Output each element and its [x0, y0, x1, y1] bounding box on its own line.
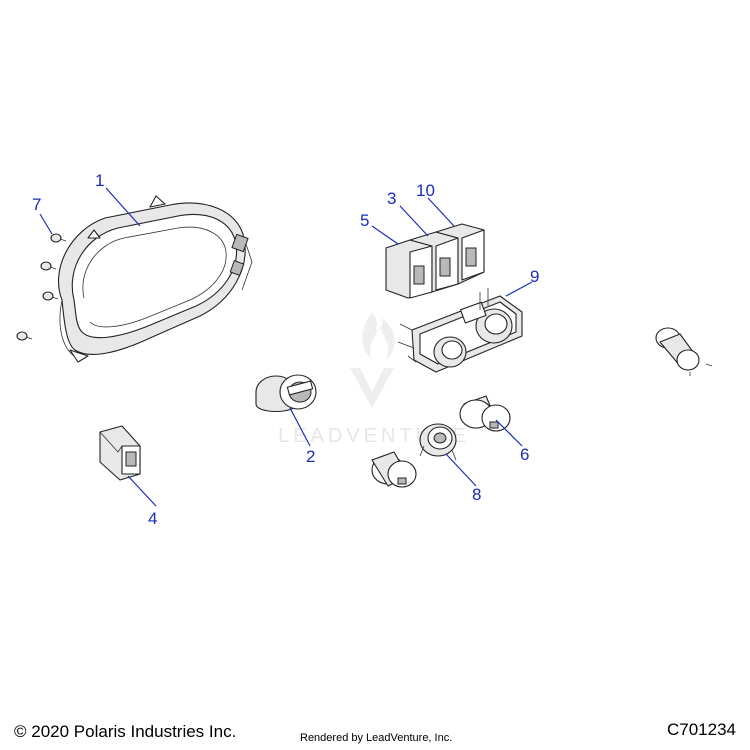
watermark-flame-icon — [362, 312, 395, 360]
callout-6: 6 — [520, 445, 529, 464]
diagram-code: C701234 — [666, 720, 736, 739]
part-9-knob-panel — [397, 288, 523, 373]
callout-8: 8 — [472, 485, 481, 504]
callout-9: 9 — [530, 267, 539, 286]
watermark: LEADVENTURE — [278, 312, 470, 447]
callout-5: 5 — [360, 211, 369, 230]
watermark-text: LEADVENTURE — [278, 425, 470, 447]
part-3-5-10-switch-bank — [385, 223, 485, 299]
callout-10: 10 — [416, 181, 435, 200]
leader-lines — [39, 187, 533, 507]
copyright-text: © 2020 Polaris Industries Inc. — [14, 722, 237, 741]
part-2-ignition-switch — [255, 374, 317, 413]
part-1-instrument-cluster — [57, 195, 253, 363]
part-4-rocker-switch — [99, 425, 141, 481]
part-accessory-plug — [655, 327, 713, 376]
callout-1: 1 — [95, 171, 104, 190]
callout-3: 3 — [387, 189, 396, 208]
callout-7: 7 — [32, 195, 41, 214]
part-8-socket — [419, 423, 457, 461]
part-6-power-outlet-2 — [371, 451, 417, 488]
callout-4: 4 — [148, 509, 157, 528]
callout-labels: 1 2 3 4 5 6 7 8 9 10 — [32, 171, 539, 528]
callout-2: 2 — [306, 447, 315, 466]
part-7-screws — [16, 233, 67, 341]
watermark-v-icon — [350, 368, 394, 408]
rendered-by-text: Rendered by LeadVenture, Inc. — [300, 732, 453, 744]
